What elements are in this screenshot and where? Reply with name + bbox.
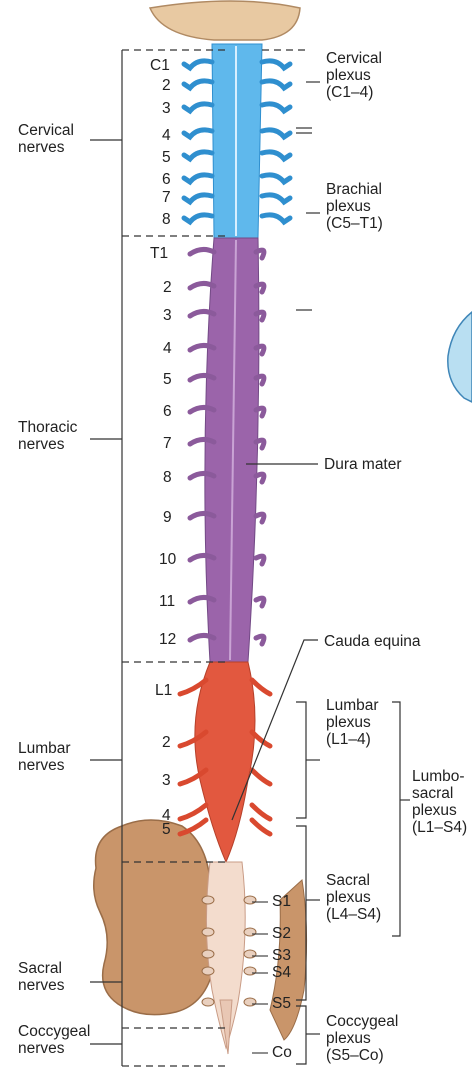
segment-label-thoracic-9: 9 xyxy=(163,510,172,526)
segment-label-thoracic-5: 5 xyxy=(163,372,172,388)
segment-label-cervical-7: 7 xyxy=(162,190,171,206)
sacral-root-left-3 xyxy=(202,950,214,958)
cervical-root-right-5 xyxy=(262,152,290,159)
cervical-root-left-6 xyxy=(184,175,212,182)
pelvis-bone-shape xyxy=(94,820,216,1015)
cauda-equina-label: Cauda equina xyxy=(324,633,421,650)
brainstem-shape xyxy=(150,1,300,40)
lumbosacral-bracket xyxy=(392,702,400,936)
segment-label-thoracic-3: 3 xyxy=(163,308,172,324)
segment-label-sacral-4: S4 xyxy=(272,965,291,981)
thoracic-root-left-1 xyxy=(190,249,214,254)
cervical-root-left-7 xyxy=(184,195,212,202)
cervical-root-left-2 xyxy=(184,81,212,88)
segment-label-thoracic-12: 12 xyxy=(159,632,176,648)
partial-bone-edge-shape xyxy=(448,312,472,402)
cervical-root-right-8 xyxy=(262,215,290,222)
sacral-root-left-2 xyxy=(202,928,214,936)
sacral-root-right-2 xyxy=(244,928,256,936)
segment-label-sacral-1: S1 xyxy=(272,894,291,910)
segment-label-lumbar-1: L1 xyxy=(155,683,172,699)
thoracic-root-right-11 xyxy=(256,598,264,606)
cervical-root-right-7 xyxy=(262,195,290,202)
coccygeal-nerves-label: Coccygealnerves xyxy=(18,1023,90,1057)
lumbar-cord-segment xyxy=(195,662,255,862)
cervical-root-left-5 xyxy=(184,152,212,159)
segment-label-coccygeal-1: Co xyxy=(272,1045,292,1061)
lumbar-plexus-bracket xyxy=(296,702,306,818)
cervical-root-right-3 xyxy=(262,104,290,111)
sacral-root-right-1 xyxy=(244,896,256,904)
sacral-root-left-1 xyxy=(202,896,214,904)
segment-label-cervical-5: 5 xyxy=(162,150,171,166)
segment-label-cervical-3: 3 xyxy=(162,101,171,117)
segment-label-cervical-1: C1 xyxy=(150,58,170,74)
segment-label-lumbar-3: 3 xyxy=(162,773,171,789)
thoracic-root-right-12 xyxy=(256,636,264,644)
segment-label-thoracic-8: 8 xyxy=(163,470,172,486)
sacral-root-right-4 xyxy=(244,967,256,975)
segment-label-lumbar-5: 5 xyxy=(162,822,171,838)
lumbar-root-left-4 xyxy=(180,805,206,819)
segment-label-cervical-4: 4 xyxy=(162,128,171,144)
sacral-root-left-4 xyxy=(202,967,214,975)
cervical-root-right-4 xyxy=(262,130,290,137)
segment-label-thoracic-10: 10 xyxy=(159,552,176,568)
segment-label-thoracic-4: 4 xyxy=(163,341,172,357)
cervical-plexus-label: Cervicalplexus(C1–4) xyxy=(326,50,382,101)
segment-label-cervical-6: 6 xyxy=(162,172,171,188)
sacral-root-right-3 xyxy=(244,950,256,958)
sacral-root-right-5 xyxy=(244,998,256,1006)
segment-label-sacral-2: S2 xyxy=(272,926,291,942)
segment-label-thoracic-1: T1 xyxy=(150,246,168,262)
cervical-root-left-4 xyxy=(184,130,212,137)
lumbar-root-right-5 xyxy=(252,820,270,834)
cervical-root-left-1 xyxy=(184,61,212,68)
cervical-root-left-8 xyxy=(184,215,212,222)
segment-label-thoracic-6: 6 xyxy=(163,404,172,420)
cervical-root-right-6 xyxy=(262,175,290,182)
cervical-root-right-2 xyxy=(262,81,290,88)
thoracic-root-right-10 xyxy=(256,556,264,564)
segment-label-thoracic-7: 7 xyxy=(163,436,172,452)
thoracic-root-right-9 xyxy=(256,514,264,522)
thoracic-root-right-8 xyxy=(256,474,264,482)
segment-label-cervical-2: 2 xyxy=(162,78,171,94)
cervical-root-left-3 xyxy=(184,104,212,111)
segment-label-cervical-8: 8 xyxy=(162,212,171,228)
lumbar-root-right-3 xyxy=(252,770,270,784)
segment-label-sacral-3: S3 xyxy=(272,948,291,964)
segment-label-thoracic-2: 2 xyxy=(163,280,172,296)
segment-label-thoracic-11: 11 xyxy=(159,594,175,610)
segment-label-lumbar-2: 2 xyxy=(162,735,171,751)
dura-mater-label: Dura mater xyxy=(324,456,402,473)
segment-label-sacral-5: S5 xyxy=(272,996,291,1012)
cervical-root-right-1 xyxy=(262,61,290,68)
sacral-root-left-5 xyxy=(202,998,214,1006)
lumbar-root-right-1 xyxy=(252,680,270,694)
lumbar-root-right-4 xyxy=(252,805,270,819)
